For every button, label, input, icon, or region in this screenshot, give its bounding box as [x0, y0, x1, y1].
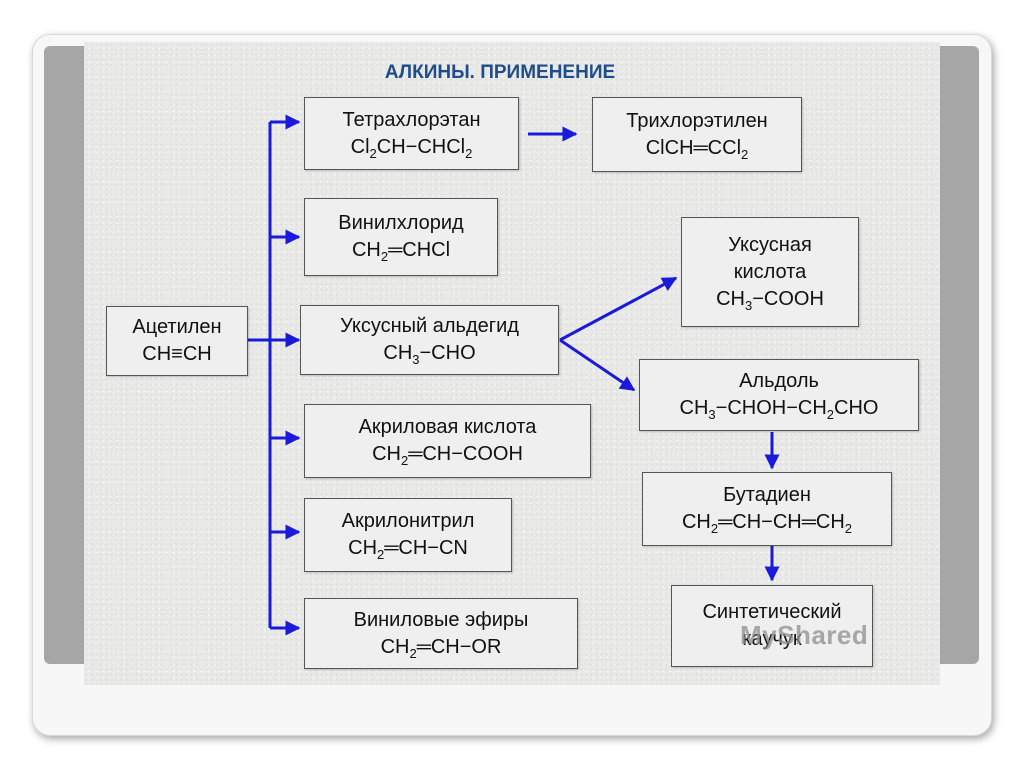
formula-subscript: 2: [465, 145, 473, 161]
arrow-to-acetic-acid: [559, 276, 678, 342]
watermark-suffix: Shared: [777, 620, 869, 650]
node-aldol-formula: CH3−CHOH−CH2CHO: [679, 397, 879, 422]
node-vinyl-ethers-formula: CH2═CH−OR: [380, 635, 502, 661]
node-synthetic-rubber-line1: Синтетический: [702, 601, 842, 623]
node-acrylonitrile: Акрилонитрил CH2═CH−CN: [304, 498, 512, 572]
node-acetaldehyde-formula: CH3−CHO: [383, 342, 476, 367]
node-vinyl-chloride-formula: CH2═CHCl: [351, 239, 451, 264]
node-acetic-acid-name-line1: Уксусная: [728, 233, 812, 256]
node-acrylonitrile-name: Акрилонитрил: [341, 510, 475, 532]
node-synthetic-rubber: Синтетический каучук: [671, 585, 873, 667]
node-vinyl-ethers: Виниловые эфиры CH2═CH−OR: [304, 598, 578, 669]
node-aldol: Альдоль CH3−CHOH−CH2CHO: [639, 359, 919, 431]
formula-subscript: 2: [409, 645, 417, 661]
node-butadiene: Бутадиен CH2═CH−CH═CH2: [642, 472, 892, 546]
node-butadiene-formula: CH2═CH−CH═CH2: [681, 511, 853, 536]
node-acetylene-name: Ацетилен: [132, 316, 222, 338]
node-trichloroethylene-name: Трихлорэтилен: [626, 109, 768, 132]
formula-subscript: 2: [826, 407, 835, 422]
formula-subscript: 2: [369, 145, 377, 161]
formula-subscript: 2: [710, 521, 719, 536]
formula-subscript: 3: [744, 297, 753, 313]
node-acrylic-acid: Акриловая кислота CH2═CH−COOH: [304, 404, 591, 478]
node-vinyl-chloride-name: Винилхлорид: [338, 212, 464, 234]
node-tetrachloroethane: Тетрахлорэтан Cl2CH−CHCl2: [304, 97, 519, 170]
formula-subscript: 2: [400, 453, 409, 468]
node-acetaldehyde: Уксусный альдегид CH3−CHO: [300, 305, 559, 375]
node-acetic-acid-name-line2: кислота: [733, 260, 807, 283]
node-vinyl-ethers-name: Виниловые эфиры: [353, 608, 529, 631]
node-trichloroethylene: Трихлорэтилен ClCH═CCl2: [592, 97, 802, 172]
watermark-prefix: My: [740, 620, 778, 650]
node-acetaldehyde-name: Уксусный альдегид: [340, 315, 519, 337]
node-tetrachloroethane-formula: Cl2CH−CHCl2: [350, 135, 473, 161]
formula-subscript: 2: [377, 547, 385, 562]
slide-title: АЛКИНЫ. ПРИМЕНЕНИЕ: [384, 62, 616, 83]
node-synthetic-rubber-line2: каучук: [742, 628, 802, 650]
node-tetrachloroethane-name: Тетрахлорэтан: [342, 108, 481, 131]
node-acetic-acid-formula: CH3−COOH: [716, 287, 824, 313]
formula-subscript: 2: [380, 249, 389, 264]
node-vinyl-chloride: Винилхлорид CH2═CHCl: [304, 198, 498, 276]
formula-subscript: 3: [412, 352, 420, 367]
formula-subscript: 2: [844, 521, 853, 536]
node-trichloroethylene-formula: ClCH═CCl2: [645, 136, 749, 162]
node-acetic-acid: Уксусная кислота CH3−COOH: [681, 217, 859, 327]
node-acrylonitrile-formula: CH2═CH−CN: [348, 537, 468, 562]
node-aldol-name: Альдоль: [739, 370, 819, 392]
node-acetylene: Ацетилен CH≡CH: [106, 306, 248, 376]
node-acetylene-formula: CH≡CH: [142, 343, 212, 365]
node-acrylic-acid-name: Акриловая кислота: [358, 416, 537, 438]
node-acrylic-acid-formula: CH2═CH−COOH: [372, 443, 523, 468]
node-butadiene-name: Бутадиен: [723, 484, 811, 506]
formula-subscript: 2: [741, 146, 749, 162]
arrow-to-aldol: [559, 338, 636, 392]
watermark-logo: MyShared: [740, 620, 868, 651]
formula-subscript: 3: [708, 407, 716, 422]
